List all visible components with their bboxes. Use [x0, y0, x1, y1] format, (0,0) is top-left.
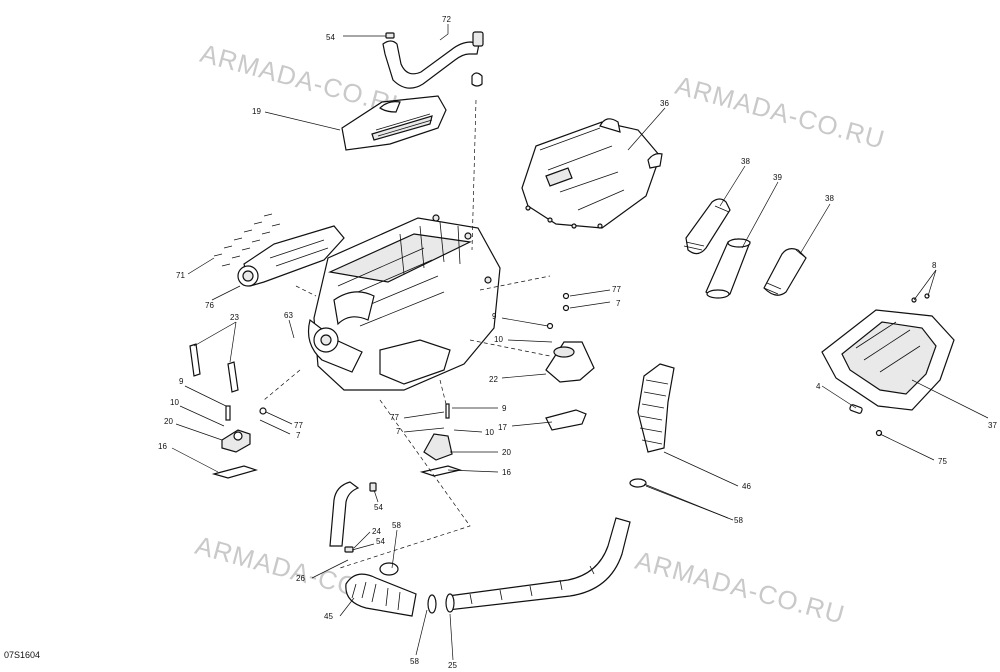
- boot-38-right: [763, 248, 807, 296]
- mount-left: [211, 405, 267, 479]
- callout: 9: [492, 312, 497, 321]
- cover-19: [341, 95, 447, 151]
- callout: 9: [179, 377, 184, 386]
- callout: 16: [158, 442, 167, 451]
- plenum-36: [521, 118, 663, 229]
- callout: 10: [494, 335, 503, 344]
- callout: 77: [612, 285, 621, 294]
- callout: 76: [205, 301, 214, 310]
- clamp-54: [385, 32, 395, 39]
- callout: 25: [448, 661, 457, 670]
- pipe-25: [427, 517, 631, 614]
- callout: 77: [294, 421, 303, 430]
- drawing-code: 07S1604: [4, 650, 41, 660]
- callout: 46: [742, 482, 751, 491]
- hose-72: [382, 31, 484, 89]
- callout: 16: [502, 468, 511, 477]
- leader-lines: [171, 24, 989, 661]
- callout: 10: [170, 398, 179, 407]
- callout: 26: [296, 574, 305, 583]
- callout: 75: [938, 457, 947, 466]
- bracket-23: [189, 343, 239, 393]
- callout: 23: [230, 313, 239, 322]
- callout: 54: [376, 537, 385, 546]
- reference-lines: [263, 99, 551, 569]
- callout: 24: [372, 527, 381, 536]
- callout: 38: [741, 157, 750, 166]
- callout: 39: [773, 173, 782, 182]
- callout: 7: [616, 299, 621, 308]
- callout-labels: 54 72 19 36 38 39 38 8 71 76 23 63 77 7 …: [158, 15, 997, 670]
- callout: 7: [396, 427, 401, 436]
- callout: 45: [324, 612, 333, 621]
- oil-pan-37: [821, 293, 955, 437]
- callout: 17: [498, 423, 507, 432]
- mount-22: [545, 341, 595, 383]
- callout: 72: [442, 15, 451, 24]
- callout: 8: [932, 261, 937, 270]
- elbow-45: [345, 562, 417, 617]
- callout: 10: [485, 428, 494, 437]
- callout: 9: [502, 404, 507, 413]
- engine-block: [307, 214, 501, 391]
- callout: 20: [164, 417, 173, 426]
- bolts-71: [213, 213, 281, 267]
- callout: 58: [392, 521, 401, 530]
- callout: 54: [326, 33, 335, 42]
- hose-46: [629, 363, 675, 488]
- callout: 71: [176, 271, 185, 280]
- hose-24: [329, 481, 377, 553]
- callout: 20: [502, 448, 511, 457]
- boot-38-left: [683, 198, 731, 255]
- callout: 19: [252, 107, 261, 116]
- callout: 37: [988, 421, 997, 430]
- callout: 58: [734, 516, 743, 525]
- callout: 38: [825, 194, 834, 203]
- callout: 58: [410, 657, 419, 666]
- callout: 77: [390, 413, 399, 422]
- callout: 22: [489, 375, 498, 384]
- exhaust-manifold-76: [237, 225, 345, 287]
- mount-center: [419, 292, 587, 477]
- callout: 63: [284, 311, 293, 320]
- callout: 36: [660, 99, 669, 108]
- boot-39: [705, 238, 751, 299]
- callout: 4: [816, 382, 821, 391]
- callout: 54: [374, 503, 383, 512]
- callout: 7: [296, 431, 301, 440]
